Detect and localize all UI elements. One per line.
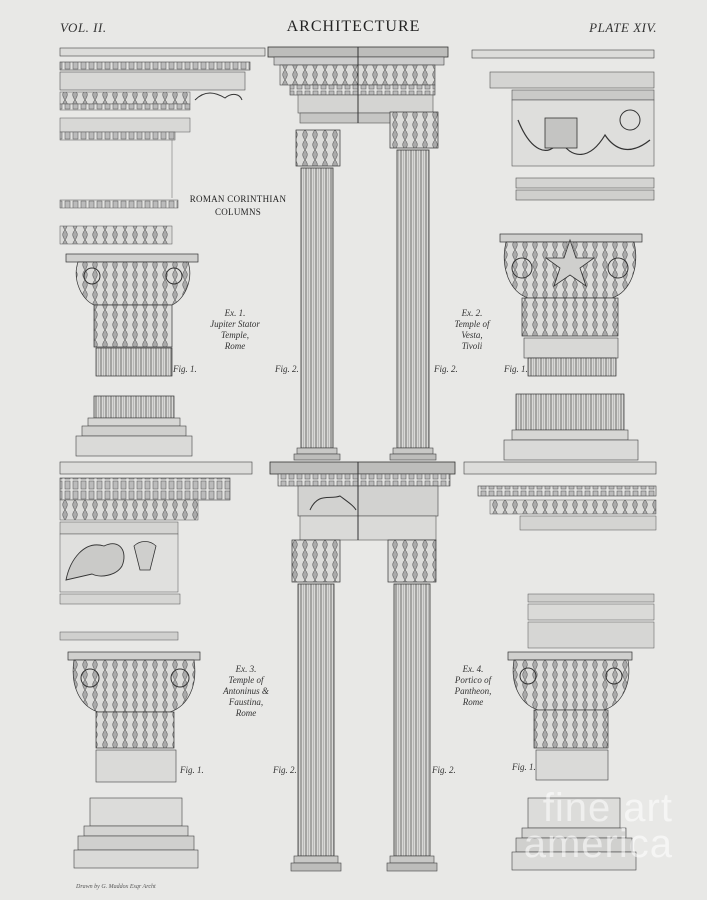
section-title-line-1: ROMAN CORINTHIAN <box>189 194 287 204</box>
ex3-place-4: Rome <box>235 708 257 718</box>
ex1-capital <box>65 253 199 377</box>
ex3-label: Ex. 3. <box>235 664 257 674</box>
watermark: fine art america <box>523 786 673 866</box>
ex3-fig2-label: Fig. 2. <box>273 765 297 775</box>
ex2-fig2-label: Fig. 2. <box>434 364 458 374</box>
ex4-caption: Ex. 4. Portico of Pantheon, Rome <box>444 664 502 708</box>
center-bottom-column-right <box>386 539 438 872</box>
ex2-fig1-label: Fig. 1. <box>504 364 528 374</box>
ex3-place-2: Antoninus & <box>223 686 269 696</box>
ex2-capital <box>499 233 643 377</box>
ex4-entablature <box>463 461 657 649</box>
ex4-capital <box>507 651 633 781</box>
ex1-fig1-label: Fig. 1. <box>173 364 197 374</box>
ex1-place-3: Rome <box>224 341 246 351</box>
ex2-place-2: Vesta, <box>461 330 483 340</box>
center-top-entablature <box>267 46 449 124</box>
ex4-place-1: Portico of <box>454 675 492 685</box>
ex1-place-2: Temple, <box>221 330 249 340</box>
ex3-base <box>73 797 199 869</box>
section-title-line-2: COLUMNS <box>214 207 262 217</box>
ex4-fig1-label: Fig. 1. <box>512 762 536 772</box>
ex3-place-1: Temple of <box>228 675 264 685</box>
ex4-fig2-label: Fig. 2. <box>432 765 456 775</box>
ex4-label: Ex. 4. <box>462 664 484 674</box>
ex1-entablature <box>59 47 266 245</box>
volume-label: VOL. II. <box>60 20 107 35</box>
center-top-column-right <box>389 111 439 461</box>
ex2-place-1: Temple of <box>454 319 490 329</box>
center-top-column-left <box>293 129 341 461</box>
engraver-credit: Drawn by G. Maddox Esqr Archt <box>76 884 156 890</box>
ex4-place-2: Pantheon, <box>454 686 492 696</box>
section-title: ROMAN CORINTHIAN COLUMNS <box>186 193 290 219</box>
ex2-caption: Ex. 2. Temple of Vesta, Tivoli <box>444 308 500 352</box>
ex1-place-1: Jupiter Stator <box>210 319 260 329</box>
ex1-base <box>75 395 193 457</box>
ex3-entablature <box>59 461 253 641</box>
center-bottom-column-left <box>290 539 342 872</box>
ex1-fig2-label: Fig. 2. <box>275 364 299 374</box>
ex3-caption: Ex. 3. Temple of Antoninus & Faustina, R… <box>212 664 280 719</box>
ex3-capital <box>67 651 201 783</box>
watermark-line-2: america <box>523 822 673 866</box>
ex4-place-3: Rome <box>462 697 484 707</box>
ex3-fig1-label: Fig. 1. <box>180 765 204 775</box>
ex4-base <box>511 797 637 871</box>
ex2-entablature <box>471 49 655 201</box>
ex2-base <box>503 393 639 461</box>
plate-title: ARCHITECTURE <box>286 18 421 35</box>
ex2-label: Ex. 2. <box>461 308 483 318</box>
ex3-place-3: Faustina, <box>228 697 264 707</box>
center-bottom-entablature <box>269 461 456 541</box>
ex2-place-3: Tivoli <box>461 341 483 351</box>
ex1-caption: Ex. 1. Jupiter Stator Temple, Rome <box>204 308 266 352</box>
plate-number: PLATE XIV. <box>589 20 657 35</box>
watermark-line-1: fine art <box>542 786 673 830</box>
ex1-label: Ex. 1. <box>224 308 246 318</box>
